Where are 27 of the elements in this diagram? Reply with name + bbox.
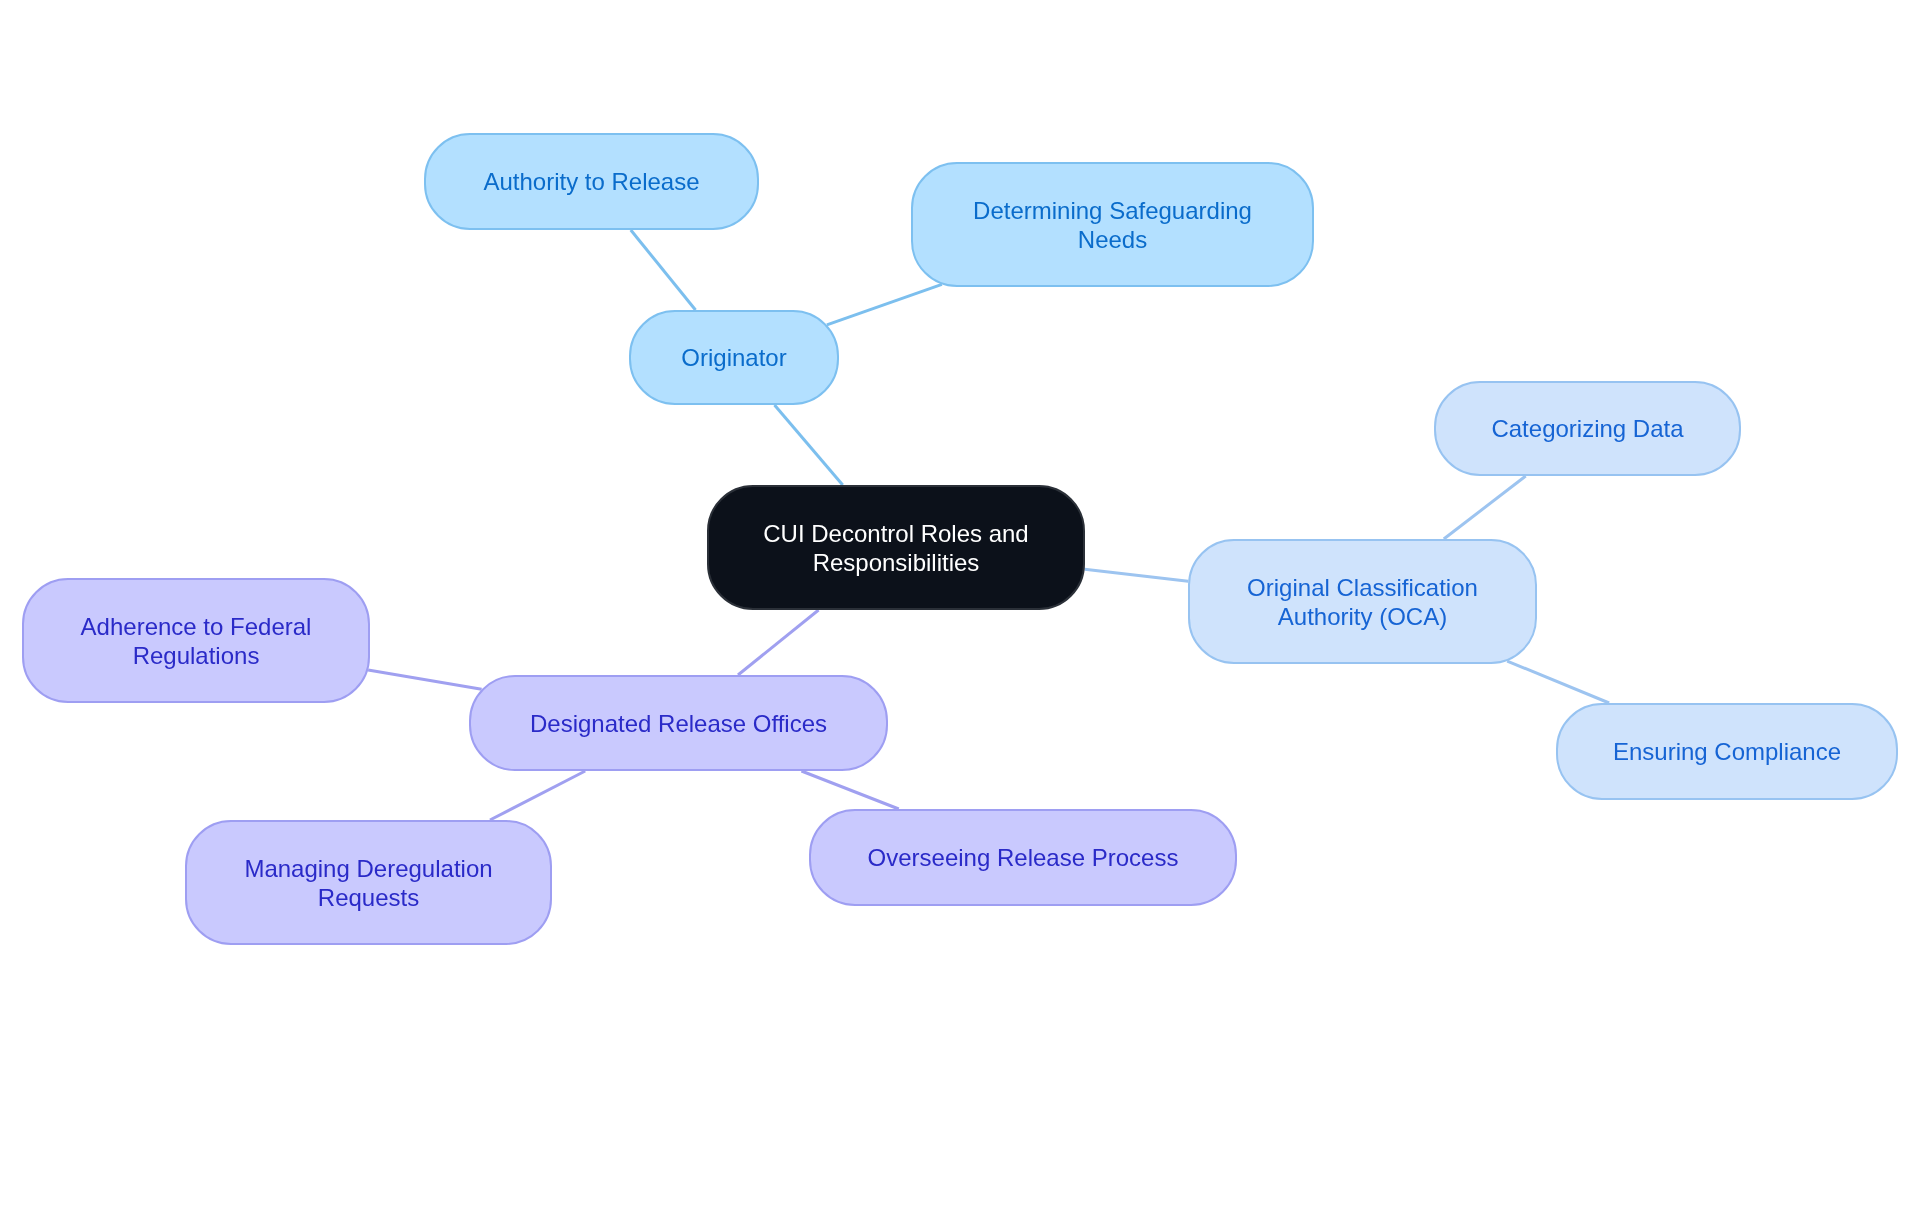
connector-line xyxy=(1442,474,1527,541)
topic-pill xyxy=(1188,539,1537,664)
connector-line xyxy=(737,608,820,677)
topic-text: CUI Decontrol Roles and Responsibilities xyxy=(762,518,1030,577)
connector-line xyxy=(773,404,844,486)
topic-text: Authority to Release xyxy=(483,167,700,196)
topic-pill xyxy=(22,578,370,703)
topic-text: Managing Deregulation Requests xyxy=(243,853,494,912)
topic-text: Originator xyxy=(681,343,787,372)
topic-pill xyxy=(629,310,839,405)
connector-line xyxy=(367,668,482,691)
topic-pill xyxy=(185,820,552,945)
central-topic xyxy=(707,485,1085,610)
connector-line xyxy=(629,229,697,311)
topic-text: Designated Release Offices xyxy=(529,708,828,738)
topic-pill xyxy=(911,162,1314,287)
connector-line xyxy=(1506,659,1610,705)
connector-line xyxy=(1084,567,1189,583)
topic-text: Determining Safeguarding Needs xyxy=(972,195,1253,254)
connector-line xyxy=(800,769,900,811)
topic-text: Overseeing Release Process xyxy=(867,843,1179,872)
topic-text: Adherence to Federal Regulations xyxy=(79,611,313,670)
connector-line xyxy=(826,283,943,327)
connector-line xyxy=(489,769,586,822)
topic-text: Categorizing Data xyxy=(1491,414,1684,443)
topic-text: Ensuring Compliance xyxy=(1612,737,1842,766)
topic-text: Original Classification Authority (OCA) xyxy=(1246,572,1479,631)
